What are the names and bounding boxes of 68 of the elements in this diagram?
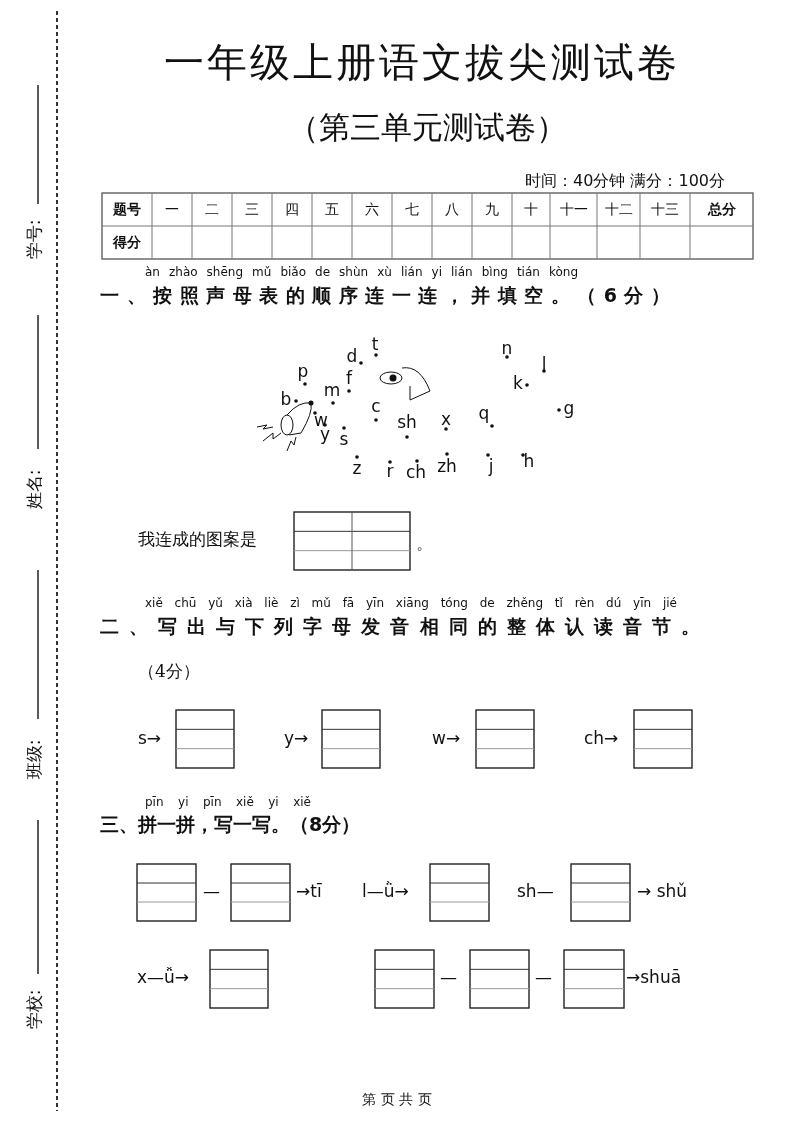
pinyin-line: pīn yi pīn xiě yi xiě — [145, 796, 311, 810]
letter-label: t — [371, 335, 379, 354]
letter-label: r — [386, 462, 394, 481]
field-label: 姓名: — [24, 469, 44, 510]
letter-label: j — [488, 457, 494, 476]
letter-label: b — [280, 390, 292, 409]
letter-label: p — [297, 362, 309, 381]
letter-label: n — [501, 339, 513, 358]
field-label: 班级: — [24, 739, 44, 780]
table-cell: 十一 — [559, 202, 588, 218]
exam-info: 时间：40分钟 满分：100分 — [525, 172, 725, 190]
question-text: 二、写出与下列字母发音相同的整体认读音节。 — [100, 616, 700, 637]
pinyin-line: xiě chū yǔ xià liè zì mǔ fā yīn xiāng tóng de zhěng tǐ rèn dú yīn jié — [145, 597, 677, 611]
fill-prompt: 我连成的图案是 — [138, 530, 257, 549]
table-cell: 九 — [485, 202, 499, 218]
pinyin-line: àn zhào shēng mǔ biǎo de shùn xù lián yi lián bìng tián kòng — [145, 266, 578, 280]
syllable-prompt: w→ — [432, 729, 461, 748]
syllable-prompt: — — [535, 968, 552, 987]
letter-label: s — [339, 430, 349, 449]
score-note: （4分） — [138, 662, 200, 681]
table-cell: 八 — [445, 202, 459, 218]
syllable-prompt: →shuā — [626, 968, 682, 987]
table-cell: 十二 — [604, 202, 633, 218]
letter-label: c — [371, 397, 381, 416]
title: 一年级上册语文拔尖测试卷 — [164, 40, 680, 84]
syllable-prompt: x—ǚ→ — [137, 968, 190, 987]
letter-label: f — [346, 369, 352, 388]
syllable-prompt: y→ — [284, 729, 309, 748]
syllable-prompt: s→ — [138, 729, 162, 748]
table-cell: 总分 — [707, 202, 736, 218]
syllable-prompt: ch→ — [584, 729, 619, 748]
syllable-prompt: →tī — [296, 882, 322, 901]
letter-label: k — [513, 374, 523, 393]
table-cell: 十 — [524, 202, 538, 218]
letter-label: ch — [405, 463, 427, 482]
letter-label: h — [523, 452, 535, 471]
letter-label: q — [478, 404, 490, 423]
table-cell: 得分 — [113, 235, 141, 251]
field-label: 学校: — [24, 989, 44, 1030]
syllable-prompt: — — [440, 968, 457, 987]
syllable-prompt: → shǔ — [637, 882, 688, 901]
letter-label: l — [541, 355, 547, 374]
syllable-prompt: sh— — [517, 882, 554, 901]
letter-label: zh — [437, 457, 457, 476]
table-cell: 五 — [325, 202, 339, 218]
field-label: 学号: — [24, 219, 44, 260]
letter-label: sh — [397, 413, 417, 432]
table-cell: 六 — [365, 202, 379, 218]
table-cell: 题号 — [113, 202, 141, 218]
letter-label: z — [352, 459, 362, 478]
question-text: 一、按照声母表的顺序连一连，并填空。（6分） — [100, 285, 670, 306]
letter-label: g — [563, 399, 575, 418]
letter-label: d — [346, 347, 358, 366]
table-cell: 四 — [285, 202, 299, 218]
letter-label: m — [323, 381, 341, 400]
table-cell: 一 — [165, 202, 179, 218]
syllable-prompt: — — [203, 882, 220, 901]
syllable-prompt: l—ǜ→ — [362, 882, 409, 901]
letter-label: w — [314, 411, 328, 430]
punctuation: 。 — [416, 534, 433, 553]
page-number: 第 页 共 页 — [362, 1092, 432, 1108]
question-text: 三、拼一拼，写一写。（8分） — [100, 814, 361, 835]
subtitle: （第三单元测试卷） — [287, 110, 567, 145]
table-cell: 三 — [245, 202, 259, 218]
table-cell: 七 — [405, 202, 419, 218]
table-cell: 二 — [205, 202, 219, 218]
table-cell: 十三 — [651, 202, 679, 218]
letter-label: x — [440, 410, 452, 429]
